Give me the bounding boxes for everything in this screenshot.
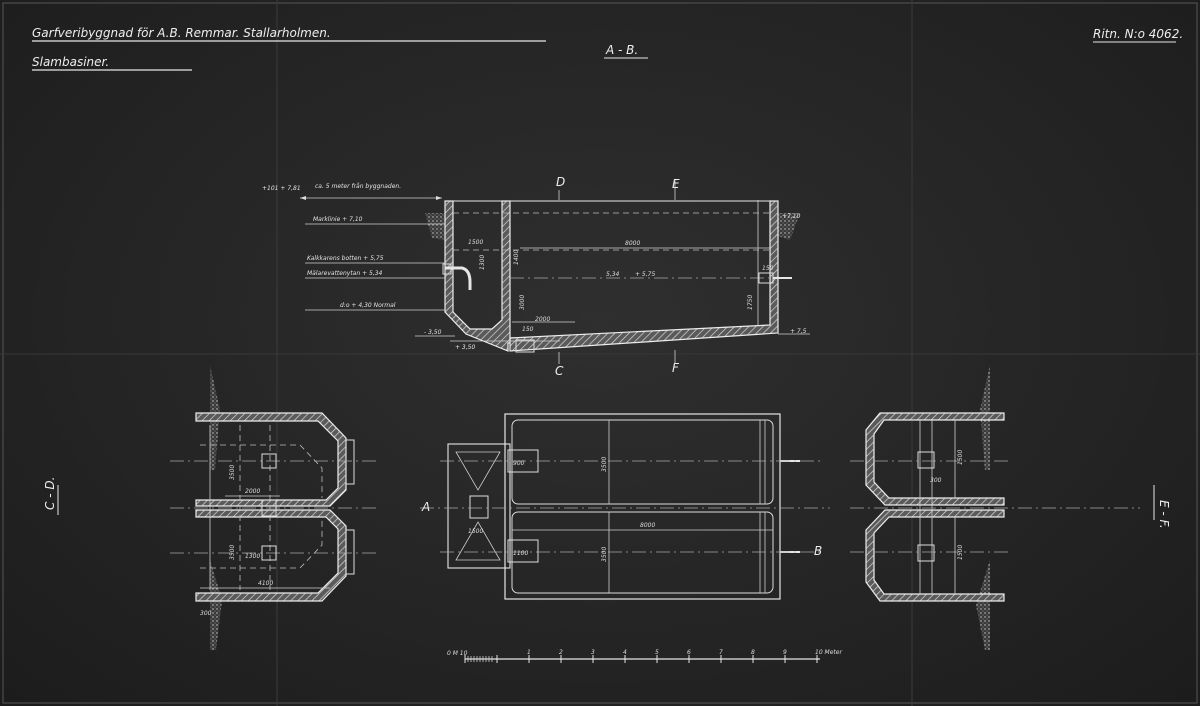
dim-150b: 150 xyxy=(762,265,774,272)
right-upper-basin-wall xyxy=(865,412,1005,506)
scale-tick-label: 2 xyxy=(559,649,563,656)
dim-1500: 1500 xyxy=(468,239,483,246)
section-view: +101 + 7,81 ca. 5 meter från byggnaden. … xyxy=(262,175,810,378)
dim-1750: 1750 xyxy=(747,295,754,310)
left-upper-basin-wall xyxy=(195,412,347,507)
plan-dim-1100: 1100 xyxy=(513,550,528,557)
plan-view: A B 3500 3500 8000 1500 900 1100 xyxy=(420,413,830,600)
ground-level-label: Marklinie + 7,10 xyxy=(313,216,363,223)
scale-start-label: 0 M 10 xyxy=(447,650,468,657)
dim-2000: 2000 xyxy=(535,316,550,323)
scale-bar: 0 M 10 1 2 3 4 5 6 7 8 9 10 Meter xyxy=(447,649,842,663)
normal-level-label: d:o + 4,30 Normal xyxy=(340,302,396,309)
left-dim-c: 4100 xyxy=(258,580,273,587)
distance-note: ca. 5 meter från byggnaden. xyxy=(315,183,401,190)
level-right: + 7,5 xyxy=(790,328,807,335)
level-left-top: +101 + 7,81 xyxy=(262,185,301,192)
scale-end-label: 10 Meter xyxy=(815,649,842,656)
scale-tick-label: 4 xyxy=(623,649,627,656)
scale-tick-label: 6 xyxy=(687,649,691,656)
section-ab-title: A - B. xyxy=(605,43,638,57)
marker-b: B xyxy=(814,544,822,558)
plan-dim-900: 900 xyxy=(513,460,525,467)
right-dim-c: 300 xyxy=(930,477,942,484)
drawing-title: Garfveribyggnad för A.B. Remmar. Stallar… xyxy=(32,26,331,40)
drawing-number: Ritn. N:o 4062. xyxy=(1093,27,1183,41)
right-ground-label: +7,10 xyxy=(782,213,801,220)
dim-section-length: 8000 xyxy=(625,240,640,247)
ground-left xyxy=(425,213,445,240)
right-dim-a: 1500 xyxy=(957,450,964,465)
scale-tick-label: 5 xyxy=(655,649,659,656)
left-dim-a: 3500 xyxy=(229,465,236,480)
left-well-wall xyxy=(444,200,526,352)
right-dim-b: 1500 xyxy=(957,545,964,560)
lime-bottom-label: Kalkkarens botten + 5,75 xyxy=(307,255,384,262)
section-cd-title: C - D. xyxy=(43,477,57,510)
lake-surface-label: Mälarevattenytan + 5,34 xyxy=(307,270,383,277)
marker-f: F xyxy=(672,361,680,375)
marker-a: A xyxy=(421,500,430,514)
plan-dim-width2: 3500 xyxy=(601,547,608,562)
dim-5-34: 5,34 xyxy=(606,271,620,278)
scale-tick-label: 9 xyxy=(783,649,787,656)
left-lower-basin-wall xyxy=(195,509,347,602)
scale-tick-label: 1 xyxy=(527,649,531,656)
plan-dim-length: 8000 xyxy=(640,522,655,529)
left-dim-d: 2000 xyxy=(245,488,260,495)
plan-outline xyxy=(504,413,781,600)
plan-inlet-chamber xyxy=(447,443,511,569)
dim-5-75: + 5,75 xyxy=(635,271,655,278)
scale-tick-label: 7 xyxy=(719,649,723,656)
dim-150: 150 xyxy=(522,326,534,333)
marker-e: E xyxy=(672,177,680,191)
plan-dim-width: 3500 xyxy=(601,457,608,472)
right-end-view: E - F. 1500 1500 300 xyxy=(850,365,1171,650)
marker-d: D xyxy=(556,175,565,189)
drawing-subtitle: Slambasiner. xyxy=(32,55,109,69)
left-dim-e: 1300 xyxy=(245,553,260,560)
dim-3000: 3000 xyxy=(519,295,526,310)
marker-c: C xyxy=(555,364,564,378)
left-end-view: C - D. 3500 3500 4100 2000 1300 300 xyxy=(43,365,380,650)
scale-tick-label: 3 xyxy=(591,649,595,656)
dim-1300: 1300 xyxy=(479,255,486,270)
left-dim-b: 3500 xyxy=(229,545,236,560)
plan-lower-basin xyxy=(511,511,774,594)
ground-right xyxy=(778,213,800,240)
dim-1400: 1400 xyxy=(513,250,520,265)
section-ef-title: E - F. xyxy=(1157,500,1171,529)
level-bottom-mid: + 3,50 xyxy=(455,344,475,351)
right-lower-basin-wall xyxy=(865,509,1005,602)
scale-tick-label: 8 xyxy=(751,649,755,656)
left-dim-f: 300 xyxy=(200,610,212,617)
plan-dim-1500: 1500 xyxy=(468,528,483,535)
level-bottom-left: - 3,50 xyxy=(424,329,442,336)
plan-upper-basin xyxy=(511,419,774,505)
